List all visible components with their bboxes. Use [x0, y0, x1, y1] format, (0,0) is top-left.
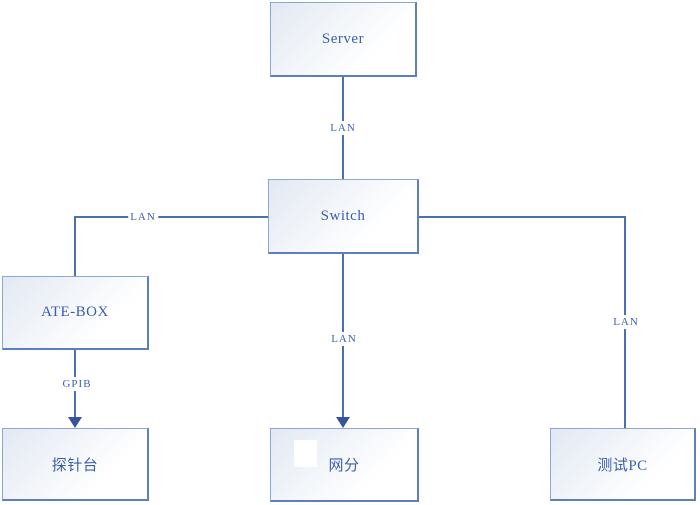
arrow-down-icon: [68, 417, 82, 428]
edge-switch-atebox-line-horizontal: [75, 216, 268, 218]
arrow-down-icon: [336, 417, 350, 428]
white-patch-artifact: [294, 440, 317, 467]
node-test-pc: 测试PC: [550, 428, 696, 501]
node-switch-label: Switch: [320, 207, 366, 224]
node-network-analyzer: 网分: [270, 428, 419, 502]
node-network-analyzer-label: 网分: [328, 458, 360, 474]
edge-switch-testpc-line-horizontal: [419, 216, 625, 218]
edge-label-lan-switch-atebox: LAN: [128, 210, 158, 224]
edge-label-lan-switch-vna: LAN: [329, 332, 359, 346]
edge-label-lan-server-switch: LAN: [328, 121, 358, 135]
edge-label-gpib-atebox-probe: GPIB: [60, 377, 94, 391]
node-server: Server: [270, 2, 417, 77]
node-ate-box: ATE-BOX: [2, 276, 149, 350]
edge-switch-atebox-line-vertical: [74, 216, 76, 276]
node-probe-station-label: 探针台: [51, 457, 99, 474]
edge-label-lan-switch-testpc: LAN: [611, 315, 641, 329]
node-server-label: Server: [321, 30, 365, 47]
node-ate-box-label: ATE-BOX: [41, 304, 109, 320]
node-switch: Switch: [268, 179, 419, 254]
node-probe-station: 探针台: [2, 428, 149, 501]
node-test-pc-label: 测试PC: [597, 457, 648, 474]
